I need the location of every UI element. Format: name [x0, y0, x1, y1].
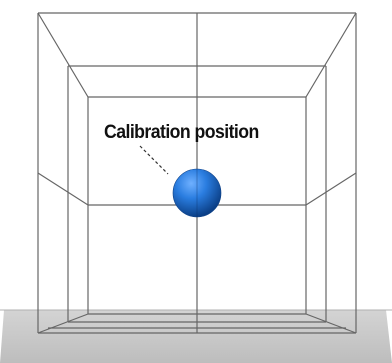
calibration-position-label: Calibration position — [104, 122, 259, 143]
annotation-leader-line — [139, 145, 169, 175]
floor-plane — [0, 310, 392, 363]
